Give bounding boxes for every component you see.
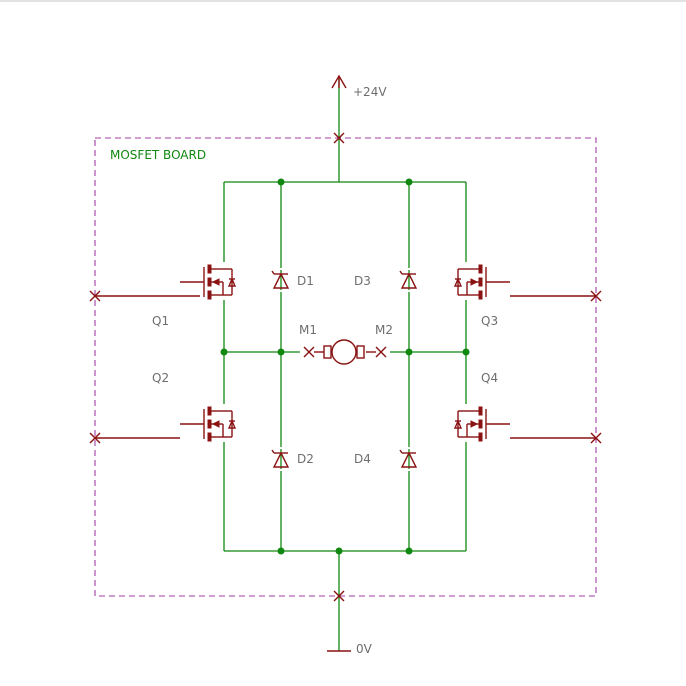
- ground-label: 0V: [356, 642, 373, 656]
- junction-dots: [220, 178, 470, 555]
- q1-mosfet: [89, 262, 240, 302]
- board-boundary: [94, 137, 597, 597]
- q2-label: Q2: [152, 371, 169, 385]
- window-top-border: [0, 0, 686, 2]
- positive-supply-label: +24V: [353, 85, 387, 99]
- ground-line: [327, 551, 351, 652]
- board-label: MOSFET BOARD: [110, 148, 206, 162]
- positive-supply-line: [331, 74, 347, 182]
- q3-mosfet: [450, 262, 602, 302]
- d4-label: D4: [354, 452, 371, 466]
- motor-symbol: [300, 339, 390, 365]
- d3-label: D3: [354, 274, 371, 288]
- m1-label: M1: [299, 323, 317, 337]
- q4-label: Q4: [481, 371, 498, 385]
- q1-label: Q1: [152, 314, 169, 328]
- q3-label: Q3: [481, 314, 498, 328]
- m2-label: M2: [375, 323, 393, 337]
- d2-label: D2: [297, 452, 314, 466]
- q4-mosfet: [450, 404, 602, 444]
- q2-mosfet: [89, 404, 240, 444]
- d1-label: D1: [297, 274, 314, 288]
